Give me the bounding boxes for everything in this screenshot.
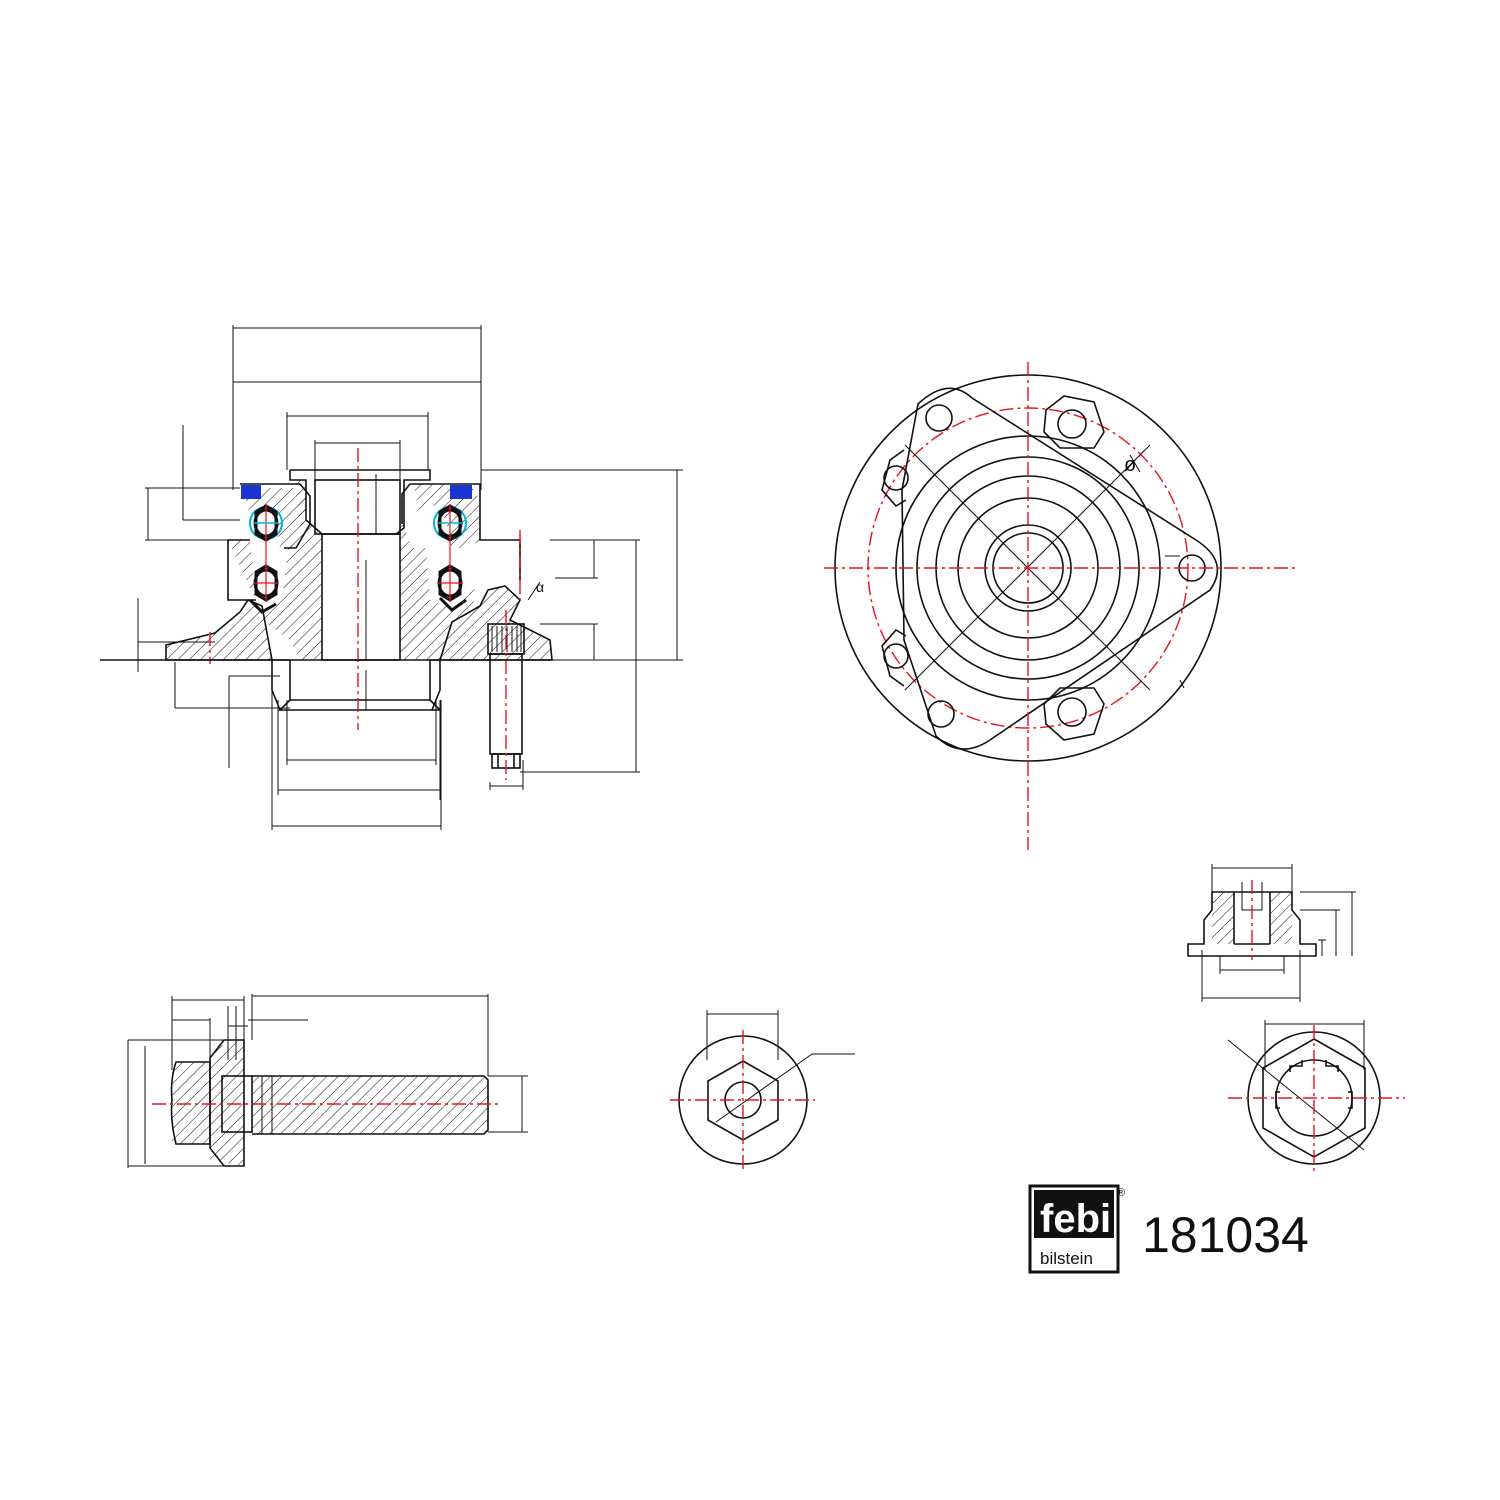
- registered-mark: ®: [1117, 1187, 1125, 1199]
- bearing-balls: [253, 504, 463, 602]
- hub-bolt-view: [127, 994, 528, 1168]
- part-number: 181034: [1142, 1207, 1309, 1263]
- febi-bilstein-logo: febi bilstein ®: [1028, 1184, 1125, 1274]
- seal-right: [450, 485, 472, 499]
- washer-view: [670, 1010, 855, 1172]
- nut-front-view: [1227, 1020, 1405, 1175]
- angle-label: α: [536, 579, 544, 595]
- logo-text: febi: [1040, 1197, 1111, 1241]
- wheel-stud: [487, 610, 525, 780]
- seal-left: [241, 485, 261, 499]
- hub-section-view: α: [100, 325, 683, 830]
- hub-front-view: ø: [824, 362, 1296, 850]
- diameter-symbol: ø: [1124, 454, 1136, 476]
- logo-subtext: bilstein: [1040, 1249, 1093, 1268]
- nut-side-view: [1187, 864, 1356, 1002]
